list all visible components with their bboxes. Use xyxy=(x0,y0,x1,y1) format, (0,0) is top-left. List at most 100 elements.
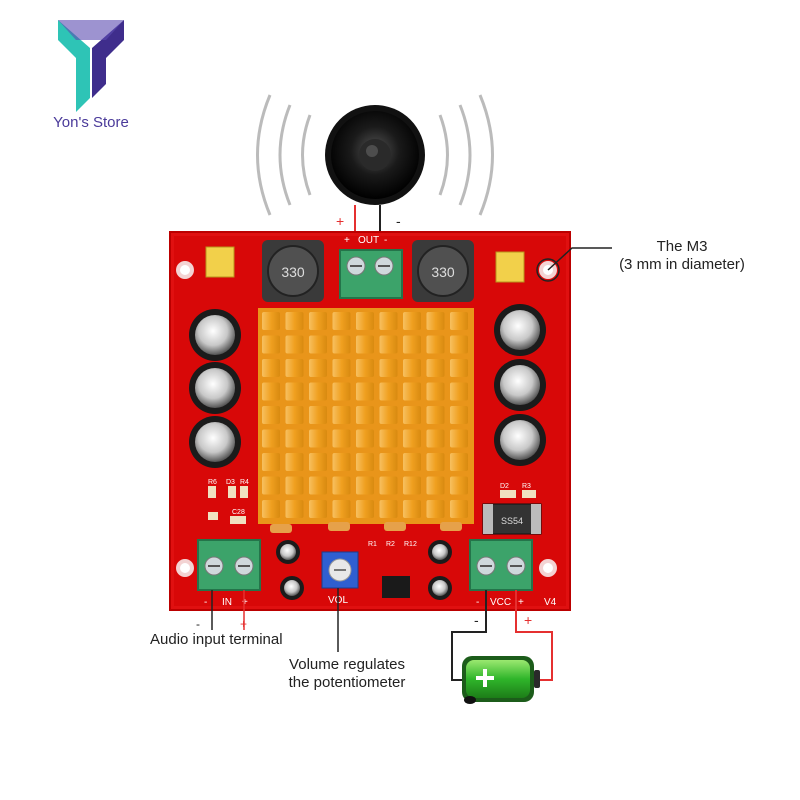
inductor-left: 330 xyxy=(262,240,324,302)
heatsink-fin xyxy=(332,335,351,354)
heatsink-fin xyxy=(309,382,327,401)
svg-text:C28: C28 xyxy=(232,509,245,516)
heatsink-fin xyxy=(332,382,351,401)
heatsink-fin xyxy=(356,429,374,448)
heatsink-fin xyxy=(285,453,304,471)
m3-callout: The M3 (3 mm in diameter) xyxy=(617,238,747,274)
heatsink-fin xyxy=(450,476,468,495)
svg-text:SS54: SS54 xyxy=(501,516,523,526)
svg-text:D3: D3 xyxy=(226,479,235,486)
store-name: Yon's Store xyxy=(53,114,129,131)
audio-input-callout: Audio input terminal xyxy=(150,631,283,648)
heatsink-fin xyxy=(450,429,468,448)
heatsink-fin xyxy=(379,382,398,401)
heatsink-fin xyxy=(450,312,468,330)
heatsink-fin xyxy=(450,406,468,424)
heatsink xyxy=(258,308,474,524)
svg-text:R2: R2 xyxy=(386,541,395,548)
heatsink-fin xyxy=(356,500,374,518)
heatsink-fin xyxy=(450,500,468,518)
heatsink-fin xyxy=(379,500,398,518)
heatsink-fin xyxy=(309,429,327,448)
heatsink-fin xyxy=(426,476,445,495)
svg-text:R3: R3 xyxy=(522,483,531,490)
heatsink-fin xyxy=(379,359,398,377)
heatsink-fin xyxy=(285,476,304,495)
svg-text:R12: R12 xyxy=(404,541,417,548)
svg-text:D2: D2 xyxy=(500,483,509,490)
capacitor-column-right xyxy=(494,304,546,466)
heatsink-fin xyxy=(262,476,280,495)
heatsink-fin xyxy=(379,453,398,471)
speaker-icon xyxy=(256,94,494,216)
heatsink-fin xyxy=(426,335,445,354)
heatsink-fin xyxy=(285,429,304,448)
heatsink-fin xyxy=(309,500,327,518)
heatsink-fin xyxy=(356,312,374,330)
vcc-label: VCC xyxy=(490,597,511,608)
volume-callout-line2: the potentiometer xyxy=(288,674,406,691)
heatsink-fin xyxy=(332,453,351,471)
heatsink-fin xyxy=(379,429,398,448)
heatsink-fin xyxy=(379,335,398,354)
diode-ss54: SS54 xyxy=(482,503,542,535)
heatsink-fin xyxy=(403,500,421,518)
output-terminal xyxy=(339,249,403,299)
out-label: OUT xyxy=(358,235,379,246)
svg-text:+: + xyxy=(344,235,350,246)
heatsink-fin xyxy=(450,382,468,401)
heatsink-fin xyxy=(309,476,327,495)
svg-text:-: - xyxy=(196,617,200,631)
inductor-right: 330 xyxy=(412,240,474,302)
heatsink-fin xyxy=(426,359,445,377)
heatsink-fin xyxy=(309,359,327,377)
heatsink-fin xyxy=(332,312,351,330)
heatsink-fin xyxy=(262,312,280,330)
capacitor-column-left xyxy=(189,309,241,468)
heatsink-fin xyxy=(285,359,304,377)
v4-label: V4 xyxy=(544,597,557,608)
heatsink-fin xyxy=(379,476,398,495)
heatsink-fin xyxy=(262,429,280,448)
heatsink-fin xyxy=(403,476,421,495)
heatsink-fin xyxy=(309,453,327,471)
volume-callout-line1: Volume regulates xyxy=(289,656,405,673)
heatsink-fin xyxy=(262,382,280,401)
heatsink-fin xyxy=(450,335,468,354)
heatsink-fin xyxy=(262,359,280,377)
svg-text:R4: R4 xyxy=(240,479,249,486)
heatsink-fin xyxy=(285,312,304,330)
heatsink-fin xyxy=(426,382,445,401)
in-label: IN xyxy=(222,597,232,608)
heatsink-fin xyxy=(450,453,468,471)
heatsink-fin xyxy=(426,406,445,424)
heatsink-fin xyxy=(426,453,445,471)
svg-text:R6: R6 xyxy=(208,479,217,486)
svg-text:-: - xyxy=(204,597,207,608)
amplifier-board: 330 330 + OUT - xyxy=(169,231,571,611)
svg-text:-: - xyxy=(474,612,479,628)
heatsink-fin xyxy=(285,500,304,518)
power-terminal xyxy=(469,539,533,591)
heatsink-fin xyxy=(426,429,445,448)
heatsink-fin xyxy=(403,429,421,448)
heatsink-fin xyxy=(356,382,374,401)
svg-text:+: + xyxy=(524,612,532,628)
heatsink-fin xyxy=(285,335,304,354)
heatsink-fin xyxy=(450,359,468,377)
svg-text:R1: R1 xyxy=(368,541,377,548)
inductor-label-right: 330 xyxy=(431,264,455,280)
volume-callout: Volume regulates the potentiometer xyxy=(272,656,422,692)
heatsink-fin xyxy=(285,406,304,424)
heatsink-fin xyxy=(403,335,421,354)
speaker-plus: + xyxy=(336,213,344,229)
heatsink-fin xyxy=(426,312,445,330)
speaker-minus: - xyxy=(396,213,401,229)
store-logo-icon xyxy=(58,20,124,112)
m3-callout-line1: The M3 xyxy=(656,238,708,255)
heatsink-fin xyxy=(262,453,280,471)
heatsink-fin xyxy=(262,406,280,424)
inductor-label-left: 330 xyxy=(281,264,305,280)
heatsink-fin xyxy=(332,359,351,377)
